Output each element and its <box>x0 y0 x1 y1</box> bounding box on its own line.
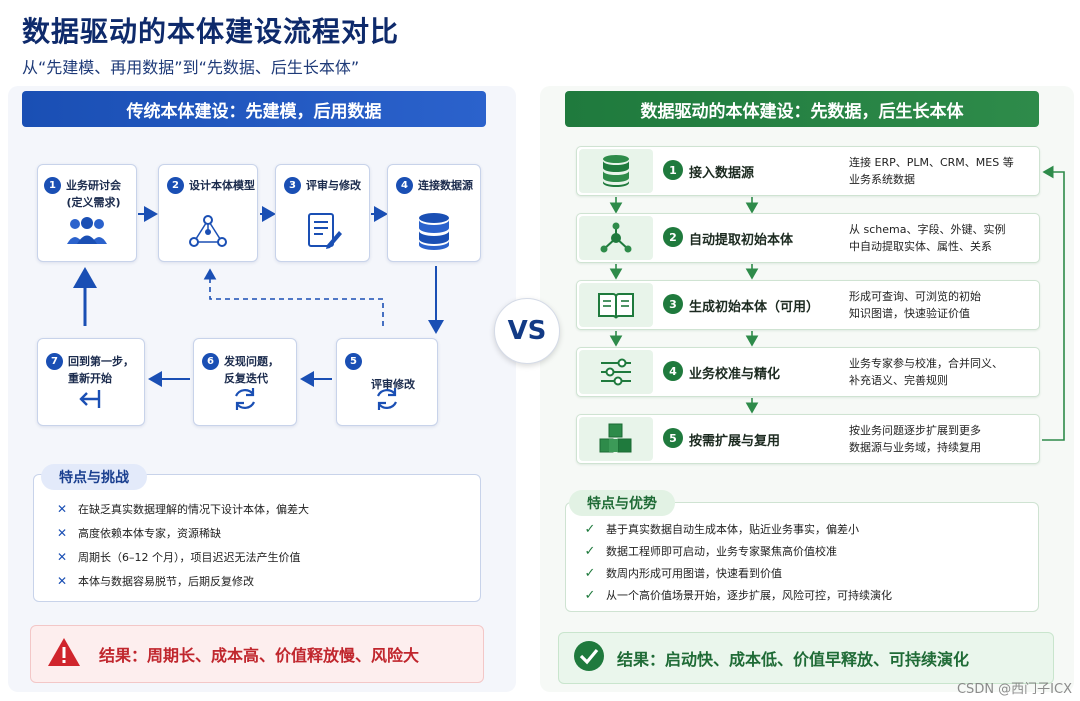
step-number: 2 <box>663 227 683 247</box>
step-description: 按业务问题逐步扩展到更多 数据源与业务域，持续复用 <box>849 424 981 454</box>
vs-badge: VS <box>494 298 560 364</box>
step-title: 自动提取初始本体 <box>689 233 794 248</box>
left-step-5: 5 评审修改 <box>336 338 438 426</box>
watermark: CSDN @西门子ICX <box>956 682 1072 697</box>
step-number: 2 <box>167 177 184 194</box>
data-driven-result-text: 结果：启动快、成本低、价值早释放、可持续演化 <box>617 650 970 669</box>
open-book-icon <box>579 283 653 327</box>
challenges-box: ✕在缺乏真实数据理解的情况下设计本体，偏差大 ✕高度依赖本体专家，资源稀缺 ✕周… <box>33 474 481 602</box>
step-description: 连接 ERP、PLM、CRM、MES 等 业务系统数据 <box>849 156 1014 186</box>
cross-icon: ✕ <box>56 502 68 516</box>
step-number: 5 <box>345 353 362 370</box>
step-label: 业务研讨会 (定义需求) <box>66 179 121 209</box>
challenges-list: ✕在缺乏真实数据理解的情况下设计本体，偏差大 ✕高度依赖本体专家，资源稀缺 ✕周… <box>56 501 309 589</box>
left-step-7: 7 回到第一步， 重新开始 <box>37 338 145 426</box>
check-icon: ✓ <box>584 565 596 581</box>
step-title: 生成初始本体（可用） <box>689 300 820 315</box>
step-description: 业务专家参与校准，合并同义、 补充语义、完善规则 <box>849 357 1003 387</box>
step-label: 连接数据源 <box>418 179 473 192</box>
left-step-4: 4 连接数据源 <box>387 164 481 262</box>
right-step-2: 2 自动提取初始本体 从 schema、字段、外键、实例 中自动提取实体、属性、… <box>576 213 1040 263</box>
cross-icon: ✕ <box>56 550 68 564</box>
return-arrow-icon <box>66 379 116 419</box>
cross-icon: ✕ <box>56 526 68 540</box>
step-number: 5 <box>663 428 683 448</box>
traditional-result-text: 结果：周期长、成本高、价值释放慢、风险大 <box>99 646 420 665</box>
step-number: 7 <box>46 353 63 370</box>
sliders-icon <box>579 350 653 394</box>
advantages-list: ✓基于真实数据自动生成本体，贴近业务事实，偏差小 ✓数据工程师即可启动，业务专家… <box>584 521 892 603</box>
step-number: 3 <box>284 177 301 194</box>
step-number: 1 <box>44 177 61 194</box>
step-label: 评审与修改 <box>306 179 361 192</box>
page-title: 数据驱动的本体建设流程对比 <box>22 15 400 48</box>
step-label: 回到第一步， 重新开始 <box>68 355 134 385</box>
step-title: 按需扩展与复用 <box>689 434 781 449</box>
step-number: 4 <box>663 361 683 381</box>
step-title: 接入数据源 <box>689 166 755 181</box>
data-driven-result: 结果：启动快、成本低、价值早释放、可持续演化 <box>558 632 1054 684</box>
step-label: 设计本体模型 <box>189 179 255 192</box>
traditional-result: 结果：周期长、成本高、价值释放慢、风险大 <box>30 625 484 683</box>
step-description: 形成可查询、可浏览的初始 知识图谱，快速验证价值 <box>849 290 981 320</box>
right-step-5: 5 按需扩展与复用 按业务问题逐步扩展到更多 数据源与业务域，持续复用 <box>576 414 1040 464</box>
challenge-item: ✕在缺乏真实数据理解的情况下设计本体，偏差大 <box>56 502 309 516</box>
check-icon: ✓ <box>584 587 596 603</box>
database-icon <box>579 149 653 193</box>
step-number: 4 <box>396 177 413 194</box>
advantages-box: ✓基于真实数据自动生成本体，贴近业务事实，偏差小 ✓数据工程师即可启动，业务专家… <box>565 502 1039 612</box>
left-step-1: 1 业务研讨会 (定义需求) <box>37 164 137 262</box>
challenge-item: ✕周期长（6–12 个月），项目迟迟无法产生价值 <box>56 550 301 564</box>
check-icon: ✓ <box>584 521 596 537</box>
challenge-item: ✕高度依赖本体专家，资源稀缺 <box>56 526 221 540</box>
left-step-3: 3 评审与修改 <box>275 164 370 262</box>
step-number: 6 <box>202 353 219 370</box>
page-subtitle: 从“先建模、再用数据”到“先数据、后生长本体” <box>22 58 360 77</box>
left-step-2: 2 设计本体模型 <box>158 164 258 262</box>
advantage-item: ✓数周内形成可用图谱，快速看到价值 <box>584 565 782 581</box>
challenge-item: ✕本体与数据容易脱节，后期反复修改 <box>56 574 254 588</box>
graph-nodes-icon <box>183 211 233 251</box>
right-step-1: 1 接入数据源 连接 ERP、PLM、CRM、MES 等 业务系统数据 <box>576 146 1040 196</box>
network-icon <box>579 216 653 260</box>
step-number: 3 <box>663 294 683 314</box>
check-icon: ✓ <box>584 543 596 559</box>
warning-icon <box>47 637 81 671</box>
step-label: 评审修改 <box>371 378 415 391</box>
right-step-3: 3 生成初始本体（可用） 形成可查询、可浏览的初始 知识图谱，快速验证价值 <box>576 280 1040 330</box>
refresh-icon <box>362 379 412 419</box>
advantage-item: ✓数据工程师即可启动，业务专家聚焦高价值校准 <box>584 543 837 559</box>
advantage-item: ✓基于真实数据自动生成本体，贴近业务事实，偏差小 <box>584 521 859 537</box>
database-icon <box>409 211 459 251</box>
right-step-4: 4 业务校准与精化 业务专家参与校准，合并同义、 补充语义、完善规则 <box>576 347 1040 397</box>
cross-icon: ✕ <box>56 574 68 588</box>
advantages-tag: 特点与优势 <box>569 490 675 516</box>
step-title: 业务校准与精化 <box>689 367 781 382</box>
traditional-banner: 传统本体建设：先建模，后用数据 <box>22 91 486 127</box>
people-icon <box>62 211 112 251</box>
step-description: 从 schema、字段、外键、实例 中自动提取实体、属性、关系 <box>849 223 1006 253</box>
cubes-icon <box>579 417 653 461</box>
refresh-icon <box>220 379 270 419</box>
left-step-6: 6 发现问题， 反复迭代 <box>193 338 297 426</box>
challenges-tag: 特点与挑战 <box>41 464 147 490</box>
step-label: 发现问题， 反复迭代 <box>224 355 279 385</box>
document-edit-icon <box>298 211 348 251</box>
step-number: 1 <box>663 160 683 180</box>
advantage-item: ✓从一个高价值场景开始，逐步扩展，风险可控，可持续演化 <box>584 587 892 603</box>
check-circle-icon <box>573 640 605 676</box>
data-driven-banner: 数据驱动的本体建设：先数据，后生长本体 <box>565 91 1039 127</box>
